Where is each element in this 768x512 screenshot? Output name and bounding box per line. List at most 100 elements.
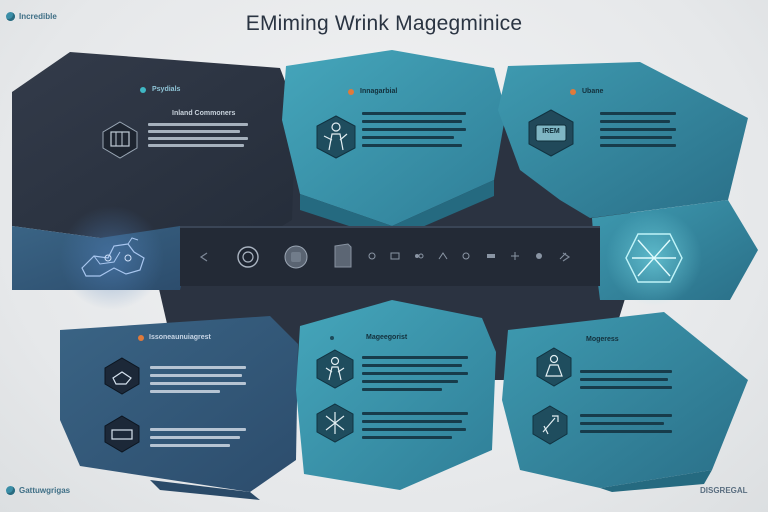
toolbox-icon: [104, 357, 140, 395]
circuit-icon: [316, 403, 354, 443]
bullet-dot: [140, 86, 146, 93]
strip-arrow-left-icon: [199, 252, 208, 262]
panel-bottom-right-shape: [502, 312, 748, 488]
panel-bottom-right-text-1: [580, 370, 672, 389]
strip-shield-icon: [284, 245, 308, 269]
text-line: [580, 430, 672, 433]
logo-dot-icon: [6, 486, 15, 495]
text-line: [150, 382, 246, 385]
text-line: [362, 380, 458, 383]
panel-top-right-shape: [498, 62, 748, 218]
text-line: [362, 428, 466, 431]
wrench-icon: [532, 405, 568, 445]
text-line: [150, 366, 246, 369]
text-line: [362, 412, 468, 415]
text-line: [600, 136, 672, 139]
strip-dot-icon: [368, 252, 376, 260]
bullet-dot: [330, 335, 334, 340]
corner-top-left-label: Incredible: [19, 12, 57, 21]
strip-dot-icon: [415, 253, 424, 259]
panel-top-left-text: [148, 123, 248, 147]
worker-icon: [316, 115, 356, 159]
text-line: [580, 378, 668, 381]
panel-top-right-text: [600, 112, 676, 147]
text-line: [580, 386, 672, 389]
panel-bottom-left: Issoneaunuiagrest: [138, 334, 211, 341]
robot-arm-icon: [81, 237, 145, 277]
text-line: [600, 112, 676, 115]
panel-top-middle-text: [362, 112, 466, 147]
panel-bottom-left-heading: Issoneaunuiagrest: [149, 334, 211, 341]
panel-bottom-left-text-1: [150, 366, 246, 393]
panel-bottom-middle-shape: [296, 300, 496, 490]
panel-bottom-middle: Mageegorist: [330, 334, 407, 341]
strip-dot-icon: [438, 252, 448, 260]
text-line: [600, 144, 676, 147]
text-line: [362, 388, 442, 391]
glow-left: [60, 206, 164, 310]
panel-bottom-right-heading: Mogeress: [586, 336, 619, 343]
text-line: [362, 356, 468, 359]
equipment-card-label: IREM: [542, 128, 560, 135]
bullet-dot: [138, 334, 144, 341]
text-line: [362, 136, 454, 139]
panel-bottom-right-lip: [600, 470, 712, 492]
text-line: [150, 436, 240, 439]
logo-dot-icon: [6, 12, 15, 21]
panel-bottom-middle-text-1: [362, 356, 468, 391]
text-line: [580, 370, 672, 373]
strip-small-icons: [368, 252, 568, 260]
bullet-dot: [570, 88, 576, 95]
figure-icon: [316, 349, 354, 389]
panel-top-middle: Innagarbial: [348, 88, 397, 95]
strip-dot-icon: [536, 253, 542, 259]
corner-bottom-right-label: DISGREGAL: [700, 486, 748, 495]
text-line: [580, 422, 664, 425]
panel-top-middle-edge: [300, 180, 494, 240]
text-line: [362, 144, 462, 147]
text-line: [148, 144, 244, 147]
panel-bottom-right-text-2: [580, 414, 672, 433]
text-line: [362, 372, 468, 375]
panel-bottom-left-lip: [150, 480, 260, 500]
text-line: [362, 128, 466, 131]
strip-document-icon: [334, 243, 352, 268]
text-line: [362, 420, 462, 423]
strip-dot-icon: [511, 252, 519, 260]
page-title: EMiming Wrink Magegminice: [245, 12, 523, 35]
bullet-dot: [348, 88, 354, 95]
text-line: [580, 414, 672, 417]
panel-top-left-heading: Inland Commoners: [172, 110, 236, 117]
strip-dot-icon: [462, 252, 470, 260]
panel-top-left: Psydials: [140, 86, 280, 93]
strip-dot-icon: [487, 254, 495, 258]
panel-top-right: Ubane: [570, 88, 603, 95]
text-line: [600, 128, 676, 131]
center-strip-top-line: [180, 226, 600, 228]
text-line: [150, 428, 246, 431]
text-line: [150, 374, 242, 377]
operator-icon: [536, 347, 572, 387]
corner-logo-top-left: Incredible: [6, 12, 57, 21]
text-line: [150, 390, 220, 393]
text-line: [148, 130, 240, 133]
strip-dot-icon: [390, 252, 400, 260]
machine-icon: [102, 121, 138, 159]
panel-top-right-subheading: Ubane: [582, 88, 604, 95]
text-line: [150, 444, 230, 447]
gear-wrench-icon: [625, 233, 683, 283]
text-line: [148, 137, 248, 140]
panel-top-middle-subheading: Innagarbial: [360, 88, 398, 95]
battery-icon: [104, 415, 140, 453]
strip-arrow-right-icon: [562, 252, 571, 262]
text-line: [362, 120, 462, 123]
text-line: [148, 123, 248, 126]
equipment-card-icon: [528, 109, 574, 157]
panel-bottom-middle-heading: Mageegorist: [366, 334, 408, 341]
corner-bottom-left-label: Gattuwgrigas: [19, 486, 71, 495]
strip-target-icon: [237, 246, 259, 268]
panel-bottom-left-shape: [60, 316, 298, 492]
text-line: [362, 436, 452, 439]
panel-top-left-subheading: Psydials: [152, 86, 181, 93]
